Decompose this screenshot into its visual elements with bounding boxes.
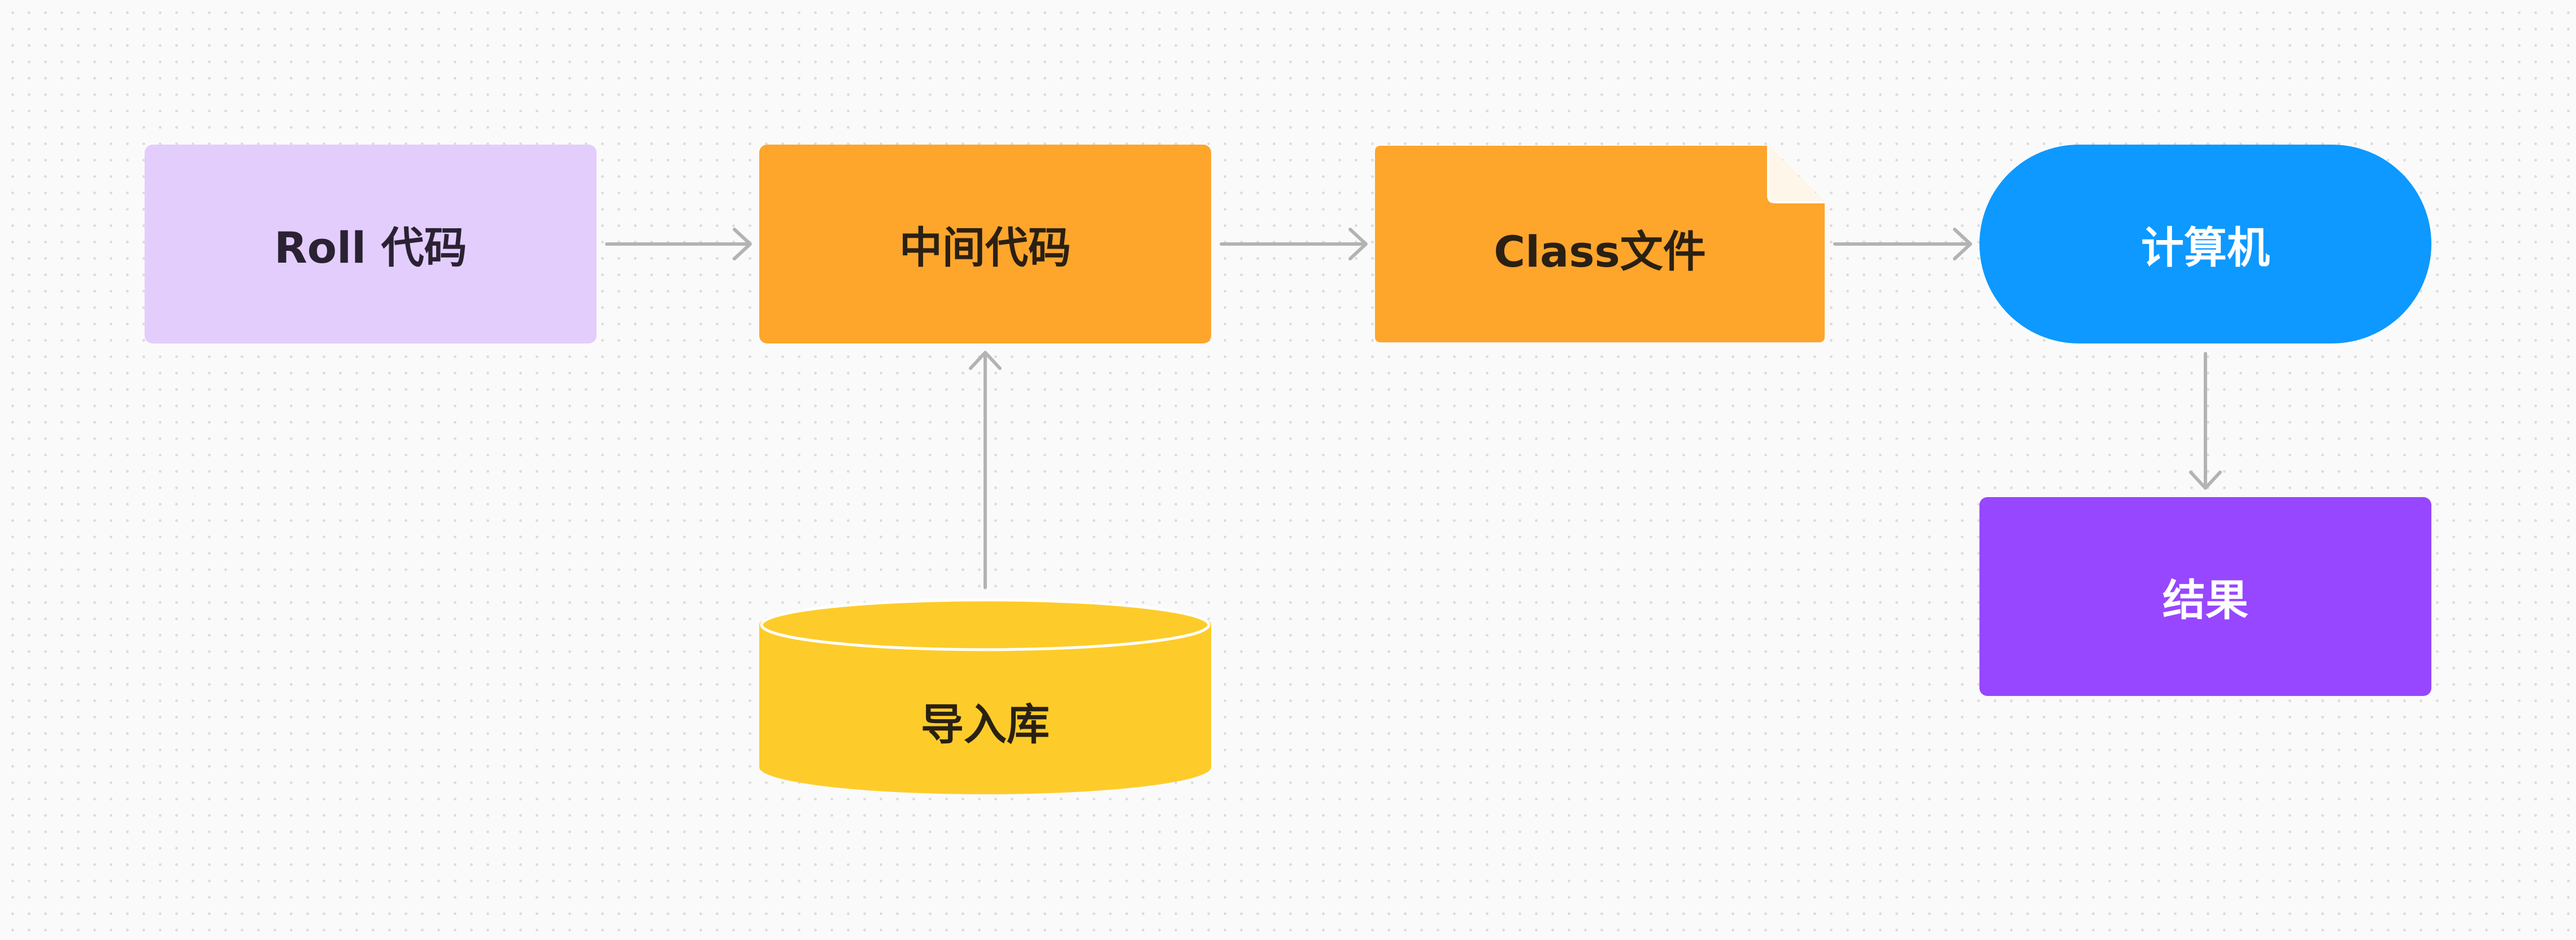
node-computer[interactable]: 计算机 bbox=[1979, 145, 2431, 343]
node-intermediate-code[interactable]: 中间代码 bbox=[759, 145, 1211, 343]
edge-roll-to-intermediate bbox=[605, 228, 752, 260]
edge-computer-to-result bbox=[2189, 352, 2222, 490]
document-shape bbox=[1375, 146, 1825, 342]
node-result-label: 结果 bbox=[2162, 575, 2248, 625]
cylinder-shape bbox=[759, 598, 1211, 794]
node-class-file-label: Class文件 bbox=[1494, 227, 1706, 277]
node-result[interactable]: 结果 bbox=[1979, 497, 2431, 696]
node-intermediate-code-label: 中间代码 bbox=[899, 223, 1071, 273]
edge-intermediate-to-class bbox=[1220, 228, 1368, 260]
node-import-library-label: 导入库 bbox=[921, 699, 1050, 750]
node-roll-code[interactable]: Roll 代码 bbox=[145, 145, 597, 343]
node-computer-label: 计算机 bbox=[2141, 223, 2270, 273]
node-import-library[interactable]: 导入库 bbox=[759, 598, 1211, 794]
node-class-file[interactable]: Class文件 bbox=[1375, 146, 1825, 342]
edge-class-to-computer bbox=[1833, 228, 1972, 260]
node-roll-code-label: Roll 代码 bbox=[274, 223, 467, 273]
edge-lib-to-intermediate bbox=[969, 351, 1002, 589]
